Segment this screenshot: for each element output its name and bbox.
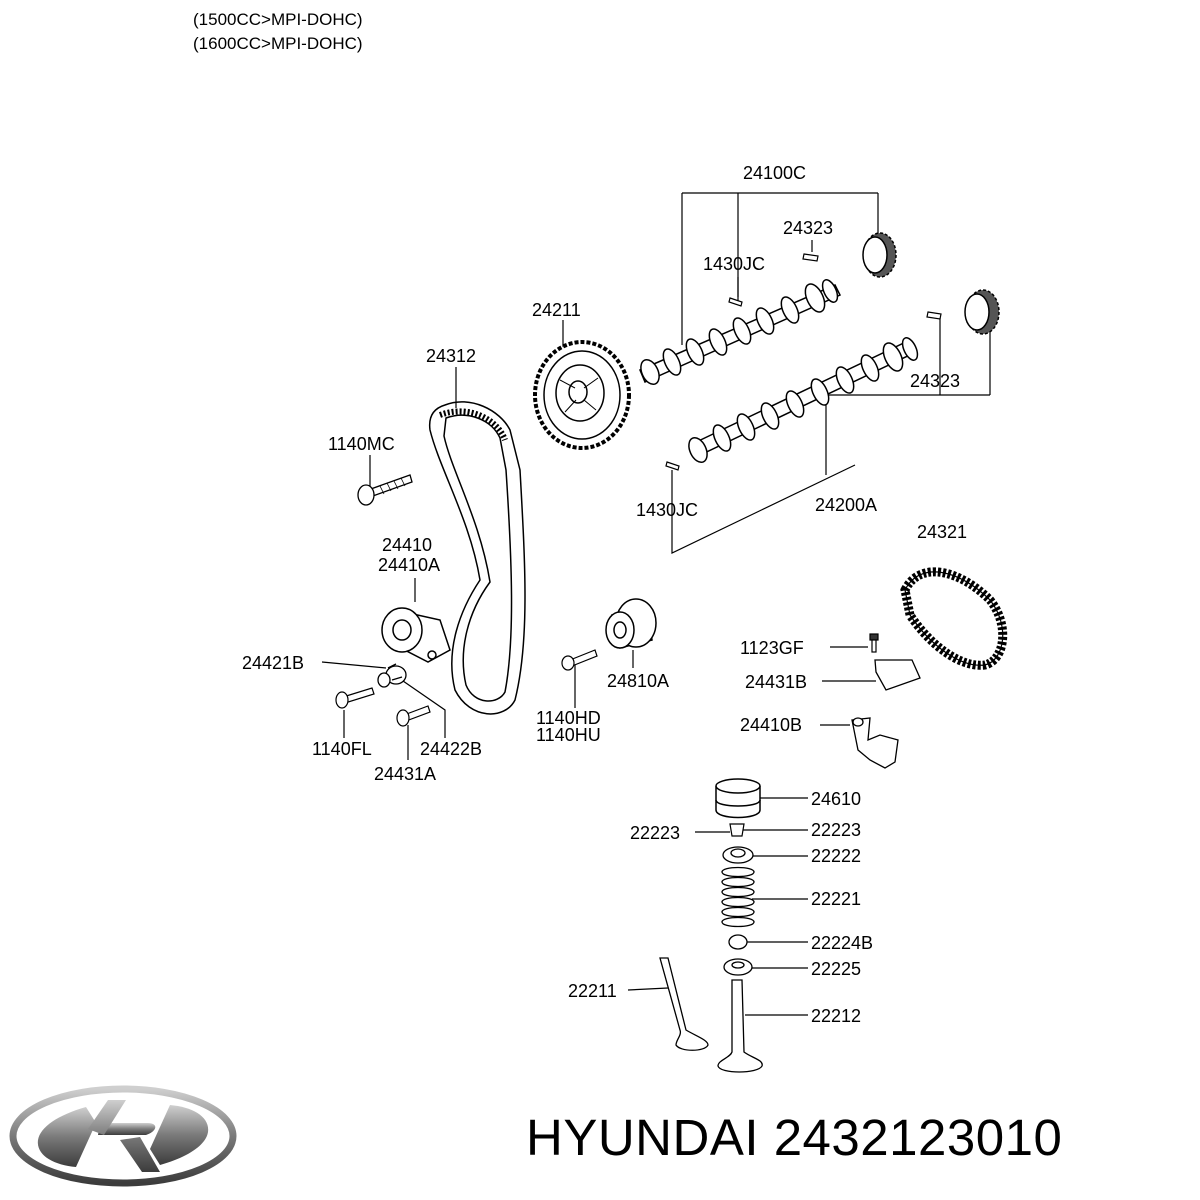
label-22222: 22222 [811, 846, 861, 866]
timing-chain [900, 567, 1008, 670]
camshaft-lower [688, 337, 919, 464]
label-1430JC-low: 1430JC [636, 500, 698, 520]
bolt-1140fl [335, 687, 375, 709]
cam-sprocket [533, 340, 631, 450]
key-1430JC-low [665, 461, 680, 471]
bolt-1140hd [561, 649, 598, 671]
label-22224B: 22224B [811, 933, 873, 953]
tappet [715, 778, 761, 819]
label-24410: 24410 [382, 535, 432, 555]
timing-belt [428, 401, 526, 715]
bolt-24431a [396, 705, 431, 727]
label-24431B: 24431B [745, 672, 807, 692]
sensor-wheel-upper [862, 232, 897, 278]
label-24323-right: 24323 [910, 371, 960, 391]
leader-24421B [321, 661, 446, 738]
leader-22211 [627, 987, 669, 991]
key-1430JC-top [728, 297, 743, 307]
label-22223-left: 22223 [630, 823, 680, 843]
label-24810A: 24810A [607, 671, 669, 691]
exhaust-valve [717, 979, 763, 1073]
label-24421B: 24421B [242, 653, 304, 673]
label-24410A: 24410A [378, 555, 440, 575]
label-22223-right: 22223 [811, 820, 861, 840]
label-1430JC-top: 1430JC [703, 254, 765, 274]
header-engine-1600: (1600CC>MPI-DOHC) [193, 34, 363, 53]
label-1140HU: 1140HU [536, 725, 601, 745]
leader-24200A [671, 400, 856, 554]
valve-seal [728, 934, 748, 950]
spring-seat [723, 958, 753, 976]
label-24211: 24211 [532, 300, 581, 320]
label-24200A: 24200A [815, 495, 877, 515]
label-24410B: 24410B [740, 715, 802, 735]
key-24323-right [926, 311, 942, 320]
key-24323-top [802, 253, 819, 262]
label-24422B: 24422B [420, 739, 482, 759]
label-22225: 22225 [811, 959, 861, 979]
label-1140FL: 1140FL [312, 739, 372, 759]
header-engine-1500: (1500CC>MPI-DOHC) [193, 10, 363, 29]
valve-retainer [722, 846, 754, 864]
tensioner-spring [377, 663, 407, 688]
label-24312: 24312 [426, 346, 476, 366]
sensor-wheel-lower [964, 289, 1000, 335]
hyundai-logo-icon [9, 1085, 237, 1187]
label-1123GF: 1123GF [740, 638, 804, 658]
tensioner-pulley [381, 607, 451, 663]
leader-24100C [681, 192, 879, 345]
leader-24323-right [826, 318, 991, 396]
label-24323-top: 24323 [783, 218, 833, 238]
chain-tensioner [851, 717, 899, 769]
label-24431A: 24431A [374, 764, 436, 784]
valve-cotter [729, 823, 745, 837]
label-22221: 22221 [811, 889, 861, 909]
label-22212: 22212 [811, 1006, 861, 1026]
leader-22223 [695, 829, 808, 833]
label-24610: 24610 [811, 789, 861, 809]
bolt-1140mc [357, 474, 413, 506]
label-22211: 22211 [568, 981, 617, 1001]
label-1140HD: 1140HD [536, 708, 601, 728]
camshaft-upper [639, 279, 842, 386]
bolt-1123gf [869, 633, 879, 653]
idler-pulley [605, 598, 657, 649]
intake-valve [659, 957, 709, 1051]
chain-guide [874, 659, 921, 691]
label-24100C: 24100C [743, 163, 806, 183]
label-24321: 24321 [917, 522, 967, 542]
label-1140MC: 1140MC [328, 434, 395, 454]
brand-part-number: HYUNDAI 2432123010 [526, 1109, 1063, 1166]
valve-spring [721, 866, 755, 928]
